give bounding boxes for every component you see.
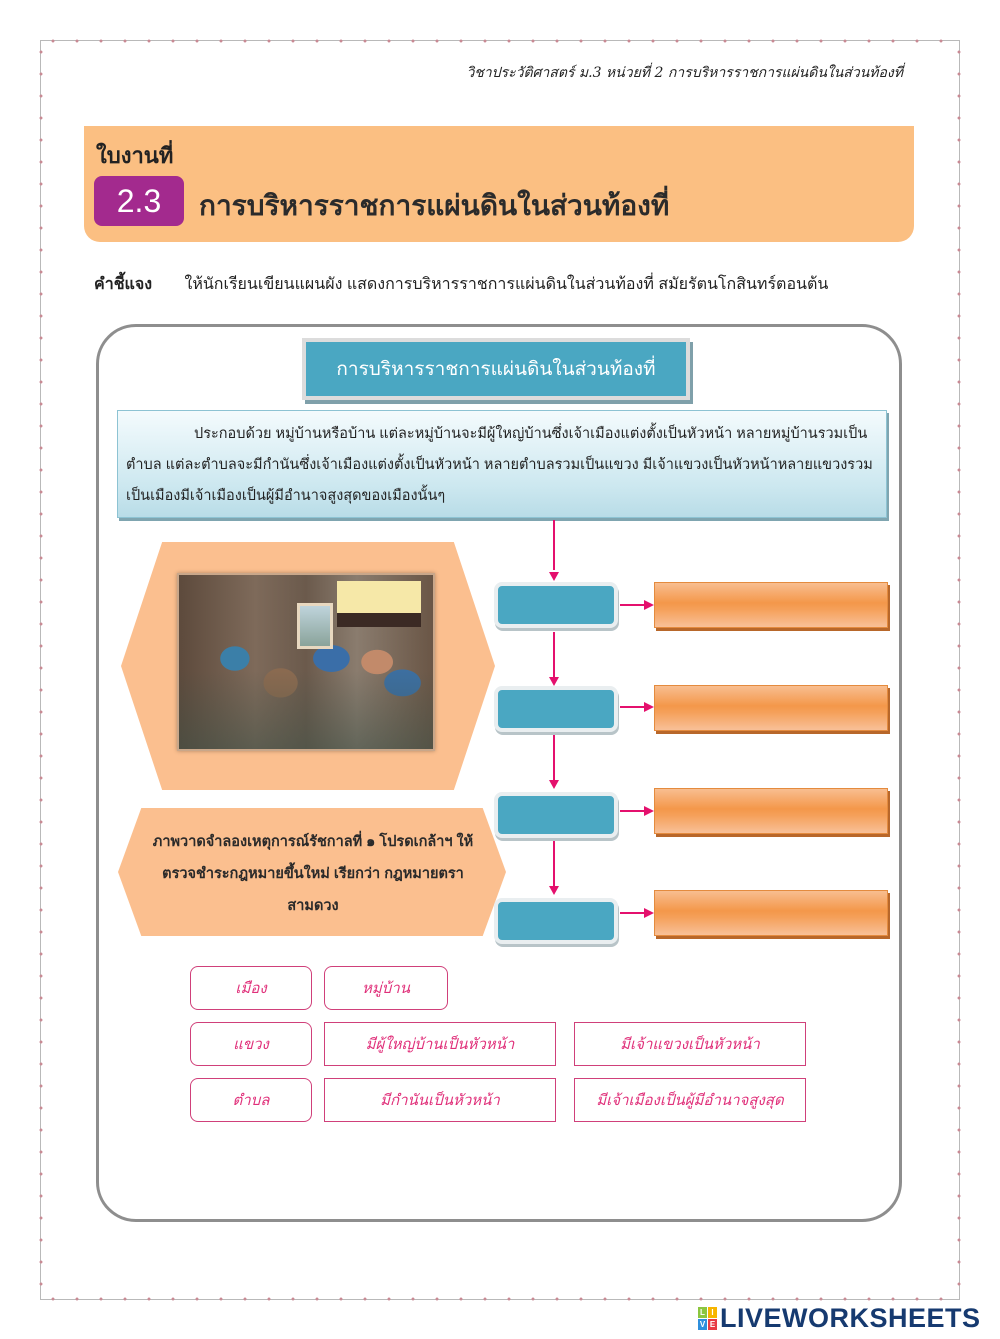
arrow-down-icon — [549, 886, 559, 895]
choice-khwaeng[interactable]: แขวง — [190, 1022, 312, 1066]
role-drop-zone-3[interactable] — [654, 788, 888, 834]
painting-window — [297, 603, 333, 649]
frame-border-top — [41, 37, 959, 45]
connector-line-3 — [553, 734, 555, 780]
choice-role-governor[interactable]: มีเจ้าเมืองเป็นผู้มีอำนาจสูงสุด — [574, 1078, 806, 1122]
title-banner: ใบงานที่ 2.3 การบริหารราชการแผ่นดินในส่ว… — [84, 126, 914, 242]
worksheet-label: ใบงานที่ — [96, 143, 174, 168]
frame-border-right — [955, 41, 963, 1299]
logo-text: LIVEWORKSHEETS — [720, 1303, 981, 1333]
role-drop-zone-1[interactable] — [654, 582, 888, 628]
instructions-label: คำชี้แจง — [94, 276, 153, 293]
caption-hexagon — [118, 808, 506, 936]
arrow-down-icon — [549, 677, 559, 686]
painting-sign — [337, 581, 421, 627]
image-caption: ภาพวาดจำลองเหตุการณ์รัชกาลที่ ๑ โปรดเกล้… — [152, 834, 474, 914]
choice-role-village-head[interactable]: มีผู้ใหญ่บ้านเป็นหัวหน้า — [324, 1022, 556, 1066]
running-header: วิชาประวัติศาสตร์ ม.3 หน่วยที่ 2 การบริห… — [466, 65, 903, 81]
instructions: คำชี้แจง ให้นักเรียนเขียนแผนผัง แสดงการบ… — [94, 272, 828, 297]
level-drop-zone-1[interactable] — [494, 582, 618, 628]
connector-h-3 — [620, 810, 646, 812]
level-drop-zone-2[interactable] — [494, 686, 618, 732]
description-box: ประกอบด้วย หมู่บ้านหรือบ้าน แต่ละหมู่บ้า… — [117, 410, 887, 518]
worksheet-number-badge: 2.3 — [94, 176, 184, 226]
logo-mark-icon: L I V E — [698, 1307, 717, 1330]
worksheet-title: การบริหารราชการแผ่นดินในส่วนท้องที่ — [199, 190, 670, 221]
role-drop-zone-2[interactable] — [654, 685, 888, 731]
level-drop-zone-3[interactable] — [494, 792, 618, 838]
arrow-right-icon — [644, 702, 654, 712]
instructions-text: ให้นักเรียนเขียนแผนผัง แสดงการบริหารราชก… — [184, 276, 829, 293]
frame-border-bottom — [41, 1295, 959, 1303]
liveworksheets-logo[interactable]: L I V E LIVEWORKSHEETS — [698, 1303, 981, 1334]
frame-border-left — [37, 41, 45, 1299]
choice-role-kamnan[interactable]: มีกำนันเป็นหัวหน้า — [324, 1078, 556, 1122]
arrow-right-icon — [644, 806, 654, 816]
level-drop-zone-4[interactable] — [494, 898, 618, 944]
arrow-right-icon — [644, 908, 654, 918]
connector-line-1 — [553, 520, 555, 570]
painting-image — [177, 573, 435, 751]
arrow-down-icon — [549, 780, 559, 789]
topic-header: การบริหารราชการแผ่นดินในส่วนท้องที่ — [302, 338, 690, 400]
choice-tambon[interactable]: ตำบล — [190, 1078, 312, 1122]
connector-h-4 — [620, 912, 646, 914]
connector-h-2 — [620, 706, 646, 708]
choice-muban[interactable]: หมู่บ้าน — [324, 966, 448, 1010]
arrow-down-icon — [549, 572, 559, 581]
arrow-right-icon — [644, 600, 654, 610]
connector-h-1 — [620, 604, 646, 606]
connector-line-2 — [553, 632, 555, 677]
choice-role-district-chief[interactable]: มีเจ้าแขวงเป็นหัวหน้า — [574, 1022, 806, 1066]
choice-mueang[interactable]: เมือง — [190, 966, 312, 1010]
connector-line-4 — [553, 840, 555, 886]
role-drop-zone-4[interactable] — [654, 890, 888, 936]
